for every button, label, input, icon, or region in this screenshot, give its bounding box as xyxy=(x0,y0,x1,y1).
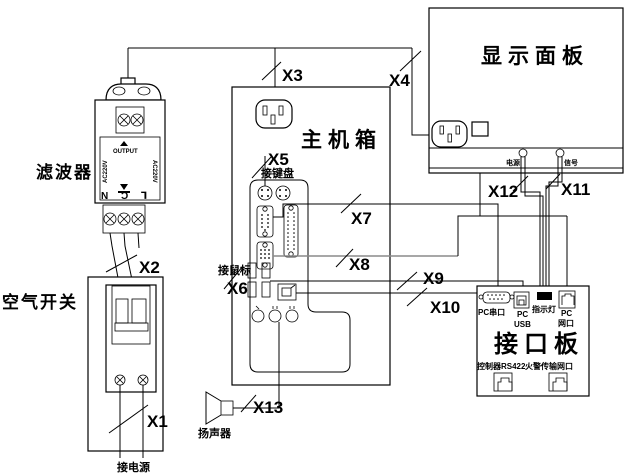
db25-parallel-port-icon xyxy=(283,204,299,258)
wire-callouts: X1 X2 X3 X4 X5 X6 X7 X8 X9 X10 X11 X12 X… xyxy=(105,50,590,434)
output-arrow-icon xyxy=(120,141,128,146)
power-wires xyxy=(127,47,432,136)
power-in-label: 接电源 xyxy=(117,460,150,474)
interface-board-outline xyxy=(476,285,590,397)
speaker-wire xyxy=(233,322,280,409)
pc-lan-port-icon xyxy=(558,290,576,309)
filter-output-label: OUTPUT xyxy=(113,149,138,155)
power-input-wires xyxy=(119,385,144,458)
usb-ports-icon xyxy=(247,262,271,298)
display-panel: 显示面板 电源 信号 xyxy=(428,7,624,174)
label-x1: X1 xyxy=(147,412,168,431)
pc-serial-port-icon xyxy=(478,291,515,304)
label-x5: X5 xyxy=(268,150,289,169)
interface-board: 接口板 PC串口 PC USB 指示灯 PC 网口 控制器RS422 火警传输网… xyxy=(476,285,590,397)
rs422-port-icon xyxy=(493,372,513,392)
label-x2: X2 xyxy=(139,258,160,277)
signal-led-label: 信号 xyxy=(564,158,578,167)
power-led-label: 电源 xyxy=(506,158,520,167)
label-x11: X11 xyxy=(561,180,590,199)
label-x9: X9 xyxy=(423,269,444,288)
air-switch-unit: 空气开关 接电源 xyxy=(2,276,164,474)
label-x13: X13 xyxy=(253,398,283,417)
indicator-wire-bundle xyxy=(520,157,563,292)
ps2-mouse-port-icon xyxy=(275,185,291,201)
breaker-frame xyxy=(111,285,151,345)
indicator-connector-icon xyxy=(537,292,552,300)
speaker-icon xyxy=(205,391,234,425)
io-panel-outline xyxy=(249,179,351,373)
keyboard-label: 接键盘 xyxy=(261,166,294,180)
filter-lgn-label: N Ɔ ⅂ xyxy=(101,191,152,202)
db9-serial-port-icon xyxy=(256,205,274,238)
filter-top-screws xyxy=(117,113,144,127)
pc-serial-label: PC串口 xyxy=(478,307,505,317)
filter-title: 滤波器 xyxy=(36,162,93,182)
filter-top-terminal xyxy=(115,106,145,134)
main-box: 主机箱 xyxy=(218,86,391,386)
fire-net-port-icon xyxy=(548,372,568,392)
label-x10: X10 xyxy=(430,298,460,317)
signal-led-icon xyxy=(555,148,565,158)
breaker-bar xyxy=(114,322,149,332)
main-box-title: 主机箱 xyxy=(301,128,382,152)
pc-usb-label-2: USB xyxy=(514,320,531,329)
air-switch-body xyxy=(105,284,157,393)
filter-unit: OUTPUT AC220V AC220V N Ɔ ⅂ 滤波器 xyxy=(36,77,166,234)
interface-board-title: 接口板 xyxy=(494,331,584,358)
power-led-icon xyxy=(518,148,528,158)
label-x4: X4 xyxy=(389,71,410,90)
pc-usb-label-1: PC xyxy=(517,310,528,319)
display-video-input-icon xyxy=(471,121,489,137)
filter-top-flange xyxy=(105,83,162,101)
audio-jacks-icon xyxy=(251,305,299,323)
rs422-label: 控制器RS422 xyxy=(477,361,526,371)
display-panel-title: 显示面板 xyxy=(481,45,589,68)
speaker: 扬声器 xyxy=(198,322,280,440)
lan-port-icon xyxy=(277,283,297,301)
indicator-label: 指示灯 xyxy=(532,304,556,314)
air-switch-title: 空气开关 xyxy=(2,292,78,312)
input-arrow-icon xyxy=(118,184,130,193)
speaker-label: 扬声器 xyxy=(198,426,232,440)
wire-x7 xyxy=(273,203,499,291)
filter-ac220v-left: AC220V xyxy=(103,160,109,183)
fire-port-label: 火警传输网口 xyxy=(525,361,573,371)
label-x12: X12 xyxy=(488,182,518,201)
mouse-label: 接鼠标 xyxy=(218,263,251,277)
filter-label-panel xyxy=(99,136,161,201)
label-x6: X6 xyxy=(227,279,248,298)
pc-usb-port-icon xyxy=(513,291,530,309)
display-power-socket-icon xyxy=(431,120,468,148)
vga-port-icon xyxy=(256,241,274,270)
label-x7: X7 xyxy=(351,209,372,228)
pc-lan-label-2: 网口 xyxy=(558,319,574,328)
label-x3: X3 xyxy=(282,66,303,85)
label-x8: X8 xyxy=(349,255,370,274)
pc-lan-label-1: PC xyxy=(561,309,572,318)
filter-bottom-screws xyxy=(103,212,145,226)
filter-body xyxy=(94,99,166,204)
main-box-power-socket-icon xyxy=(255,99,293,129)
filter-ac220v-right: AC220V xyxy=(151,160,157,183)
main-box-outline xyxy=(231,86,391,386)
